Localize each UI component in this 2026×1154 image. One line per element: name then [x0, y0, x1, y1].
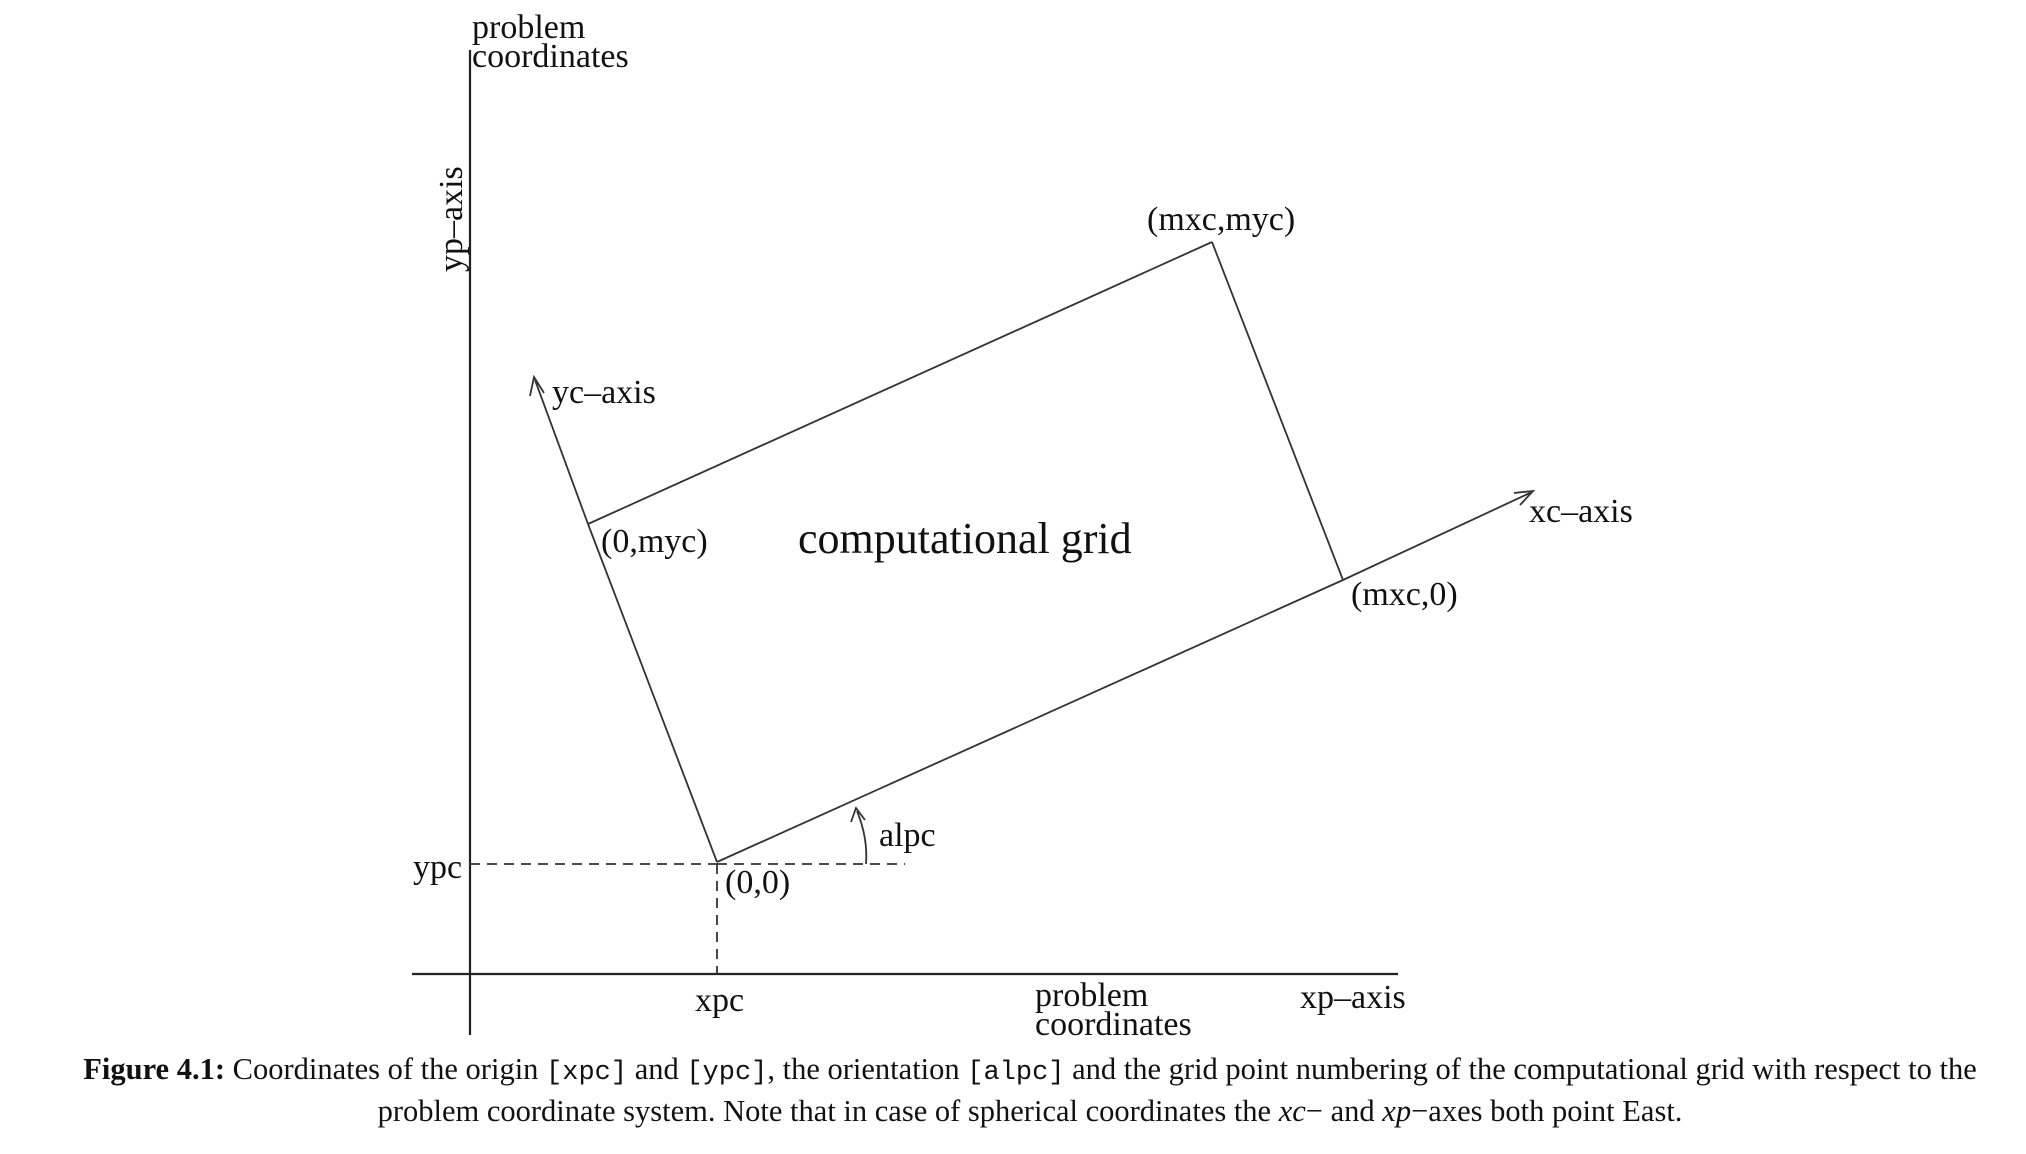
computational-grid-label: computational grid — [798, 514, 1132, 563]
corner-label-mxc-0: (mxc,0) — [1351, 576, 1458, 613]
caption-text-6: −axes both point East. — [1411, 1094, 1683, 1128]
corner-label-0-myc: (0,myc) — [601, 523, 708, 560]
problem-coords-top-line2: coordinates — [472, 38, 629, 75]
caption-text-2: and — [627, 1052, 687, 1086]
problem-coords-top-line1: problem — [472, 9, 585, 46]
corner-label-0-0: (0,0) — [725, 864, 790, 901]
ypc-label: ypc — [413, 849, 462, 886]
yc-axis-line — [534, 379, 589, 525]
yp-axis-label: yp–axis — [433, 166, 470, 272]
xc-axis-arrowhead — [1513, 489, 1536, 506]
caption-text-4: and the grid point numbering of the comp… — [377, 1052, 1977, 1128]
yc-axis-arrowhead — [529, 374, 545, 397]
corner-label-mxc-myc: (mxc,myc) — [1147, 201, 1295, 238]
caption-math-xc: xc — [1278, 1094, 1306, 1128]
caption-code-alpc: [alpc] — [967, 1058, 1065, 1088]
alpc-arrowhead — [850, 806, 866, 823]
xc-axis-line — [1342, 491, 1533, 581]
alpc-angle-arc — [856, 810, 868, 865]
caption-text-3: , the orientation — [767, 1052, 968, 1086]
figure-caption: Figure 4.1: Coordinates of the origin [x… — [40, 1050, 2020, 1130]
caption-text-1: Coordinates of the origin — [225, 1052, 547, 1086]
grid-left-edge — [587, 523, 718, 863]
yc-axis-label: yc–axis — [552, 374, 656, 411]
xc-axis-label: xc–axis — [1529, 493, 1633, 530]
grid-right-edge — [1211, 241, 1344, 581]
grid-top-edge — [587, 241, 1213, 525]
xp-axis-label: xp–axis — [1300, 979, 1406, 1016]
problem-coords-bottom-line2: coordinates — [1035, 1006, 1192, 1043]
grid-bottom-edge — [716, 579, 1344, 863]
caption-text-5: − and — [1305, 1094, 1383, 1128]
caption-figure-label: Figure 4.1: — [83, 1052, 225, 1086]
caption-code-xpc: [xpc] — [546, 1058, 628, 1088]
problem-coords-bottom-line1: problem — [1035, 977, 1148, 1014]
caption-math-xp: xp — [1382, 1094, 1412, 1128]
alpc-label: alpc — [879, 817, 936, 854]
caption-code-ypc: [ypc] — [686, 1058, 768, 1088]
xpc-label: xpc — [695, 982, 744, 1019]
